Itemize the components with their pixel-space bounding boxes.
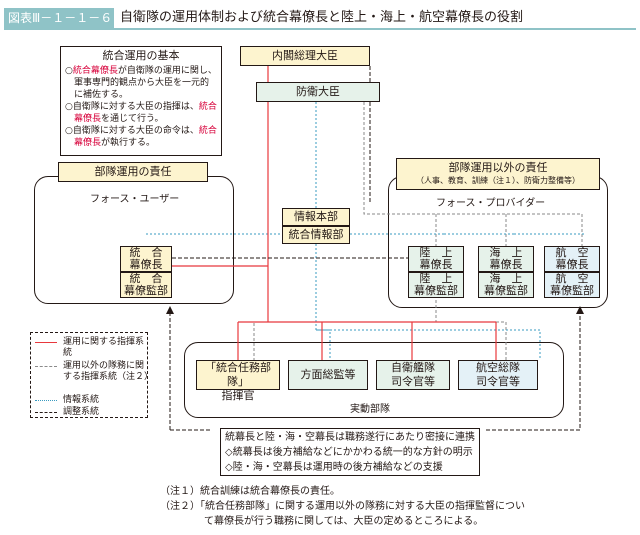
air-defense-command-node: 航空総隊司令官等 bbox=[458, 360, 538, 390]
coord-arrowhead-right bbox=[576, 306, 584, 314]
footnotes: （注１）統合訓練は統合幕僚長の責任。 （注２）「統合任務部隊」に関する運用以外の… bbox=[160, 484, 630, 529]
coordination-summary: 統幕長と陸・海・空幕長は職務遂行にあたり密接に連携 ◇統幕長は後方補給などにかか… bbox=[220, 428, 480, 476]
basics-item-2: ○自衛隊に対する大臣の指揮は、統合幕僚長を通じて行う。 bbox=[65, 102, 217, 124]
army-commanders-node: 方面総監等 bbox=[288, 360, 368, 390]
joint-staff-office-node: 統 合幕僚監部 bbox=[120, 272, 172, 298]
self-defense-fleet-node: 自衛艦隊司令官等 bbox=[376, 360, 450, 390]
figure-number: 図表Ⅲ－１－１－６ bbox=[4, 8, 114, 28]
force-provider-label: フォース・プロバイダー bbox=[436, 198, 546, 209]
intel-line-units bbox=[315, 244, 541, 360]
prime-minister-node: 内閣総理大臣 bbox=[240, 46, 370, 66]
gsdf-chief-of-staff-node: 陸 上幕僚長 bbox=[408, 246, 464, 272]
joint-intelligence-node: 統合情報部 bbox=[282, 226, 350, 244]
note-2-continued: て幕僚長が行う職務に関しては、大臣の定めるところによる。 bbox=[204, 516, 484, 527]
gsdf-staff-office-node: 陸 上幕僚監部 bbox=[408, 272, 464, 298]
coord-arrow-right bbox=[486, 312, 581, 431]
basics-title: 統合運用の基本 bbox=[102, 49, 180, 62]
force-user-label: フォース・ユーザー bbox=[90, 194, 180, 205]
figure-title: 自衛隊の運用体制および統合幕僚長と陸上・海上・航空幕僚長の役割 bbox=[120, 10, 524, 25]
force-provider-title-text: 部隊運用以外の責任 bbox=[448, 161, 548, 174]
non-ops-line-units-2 bbox=[436, 321, 507, 360]
msdf-chief-of-staff-node: 海 上幕僚長 bbox=[478, 246, 534, 272]
non-ops-line-units bbox=[253, 300, 437, 360]
non-ops-line-minister bbox=[363, 102, 583, 246]
asdf-staff-office-node: 航 空幕僚監部 bbox=[544, 272, 600, 298]
summary-line-1: 統幕長と陸・海・空幕長は職務遂行にあたり密接に連携 bbox=[225, 432, 475, 443]
basics-item-1: ○統合幕僚長が自衛隊の運用に関し、軍事専門的観点から大臣を一元的に補佐する。 bbox=[65, 66, 217, 100]
force-user-title: 部隊運用の責任 bbox=[58, 162, 208, 182]
intel-line-units-2 bbox=[316, 329, 331, 360]
defense-intelligence-hq-node: 情報本部 bbox=[282, 208, 350, 226]
legend: 運用に関する指揮系統 運用以外の隊務に関する指揮系統（注２） 情報系統 調整系統 bbox=[30, 332, 153, 418]
joint-task-force-node: 「統合任務部隊」指揮官 bbox=[196, 360, 280, 402]
force-provider-subtitle: （人事、教育、訓練（注１）、防衛力整備等） bbox=[416, 176, 580, 185]
coord-arrow-left bbox=[169, 312, 212, 431]
force-provider-title: 部隊運用以外の責任 （人事、教育、訓練（注１）、防衛力整備等） bbox=[396, 158, 600, 190]
joint-chief-of-staff-node: 統 合幕僚長 bbox=[120, 246, 172, 272]
note-2: （注２）「統合任務部隊」に関する運用以外の隊務に対する大臣の指揮監督につい bbox=[160, 501, 525, 512]
operational-units-label: 実動部隊 bbox=[350, 404, 390, 415]
summary-line-2: ◇統幕長は後方補給などにかかわる統一的な方針の明示 bbox=[225, 447, 473, 458]
asdf-chief-of-staff-node: 航 空幕僚長 bbox=[544, 246, 600, 272]
basics-item-3: ○自衛隊に対する大臣の命令は、統合幕僚長が執行する。 bbox=[65, 126, 217, 148]
msdf-staff-office-node: 海 上幕僚監部 bbox=[478, 272, 534, 298]
defense-minister-node: 防衛大臣 bbox=[256, 82, 380, 102]
joint-operations-basics: 統合運用の基本 ○統合幕僚長が自衛隊の運用に関し、軍事専門的観点から大臣を一元的… bbox=[60, 46, 222, 156]
note-1: （注１）統合訓練は統合幕僚長の責任。 bbox=[160, 486, 340, 497]
summary-line-3: ◇陸・海・空幕長は運用時の後方補給などの支援 bbox=[225, 462, 443, 473]
coord-arrowhead-left bbox=[166, 306, 174, 314]
header-rule bbox=[4, 28, 636, 30]
